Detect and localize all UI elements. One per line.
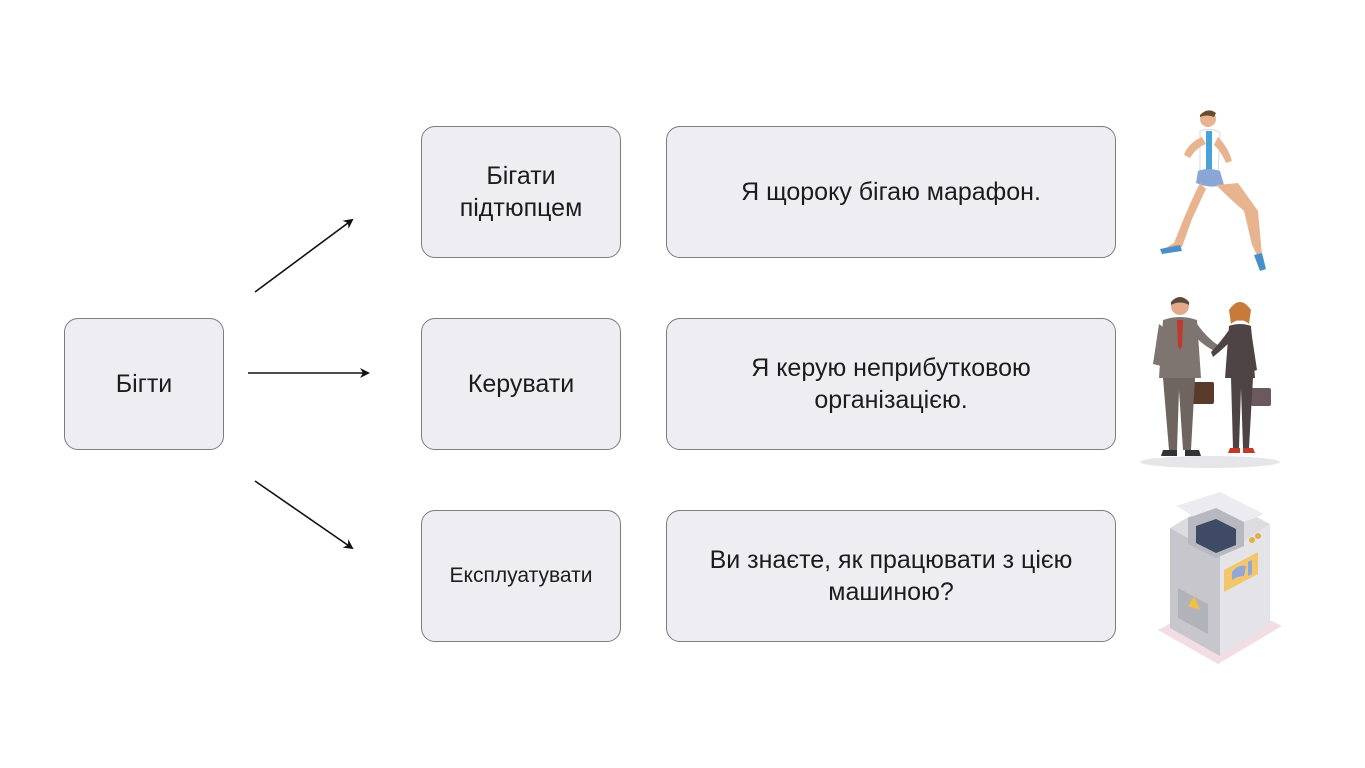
root-word-box: Бігти bbox=[64, 318, 224, 450]
example-text-2: Я керую неприбутковою організацією. bbox=[751, 353, 1031, 415]
meaning-label-3: Експлуатувати bbox=[449, 564, 593, 588]
arrow-to-row-3 bbox=[254, 480, 354, 550]
example-text-3: Ви знаєте, як працювати з цією машиною? bbox=[709, 545, 1073, 607]
example-box-1: Я щороку бігаю марафон. bbox=[666, 126, 1116, 258]
machine-illustration bbox=[1158, 492, 1282, 664]
arrow-to-row-1 bbox=[254, 218, 354, 293]
runner-illustration bbox=[1160, 110, 1266, 271]
meaning-box-1: Бігати підтюпцем bbox=[421, 126, 621, 258]
meaning-label-1: Бігати підтюпцем bbox=[459, 161, 583, 223]
business-people-illustration bbox=[1140, 297, 1280, 468]
meaning-box-2: Керувати bbox=[421, 318, 621, 450]
example-box-3: Ви знаєте, як працювати з цією машиною? bbox=[666, 510, 1116, 642]
meaning-label-2: Керувати bbox=[467, 369, 575, 398]
example-box-2: Я керую неприбутковою організацією. bbox=[666, 318, 1116, 450]
meaning-box-3: Експлуатувати bbox=[421, 510, 621, 642]
example-text-1: Я щороку бігаю марафон. bbox=[741, 177, 1041, 206]
root-word-label: Бігти bbox=[115, 369, 173, 398]
